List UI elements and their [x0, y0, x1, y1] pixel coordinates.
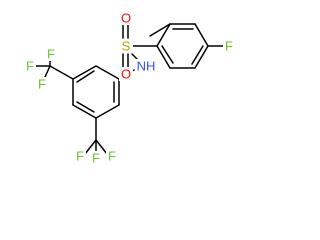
bond — [84, 139, 97, 155]
bond — [191, 45, 204, 65]
bond — [95, 65, 120, 80]
bond — [194, 23, 209, 47]
bond — [72, 104, 97, 119]
atom-labels: S O O NH F F F F F F F — [24, 11, 235, 166]
atom-f-left-3: F — [38, 77, 46, 92]
atom-f-bottom-2: F — [92, 151, 100, 166]
bond — [95, 104, 120, 119]
atom-s: S — [122, 39, 131, 54]
atom-f-left-2: F — [26, 59, 34, 74]
atom-o-top: O — [121, 11, 131, 26]
bond — [95, 139, 108, 155]
atom-nh: NH — [137, 59, 156, 74]
bond — [156, 45, 171, 69]
molecule-structure: S O O NH F F F F F F F — [24, 10, 235, 166]
bond — [76, 101, 95, 113]
atom-f-left-1: F — [47, 47, 55, 62]
bond — [156, 23, 171, 47]
bond — [72, 65, 97, 80]
bond — [194, 45, 209, 69]
bond — [44, 65, 51, 78]
bond — [76, 70, 95, 83]
bond — [149, 23, 171, 37]
atom-f-bottom-1: F — [76, 149, 84, 164]
atom-f-bottom-3: F — [108, 149, 116, 164]
atom-o-bottom: O — [121, 67, 131, 82]
bond — [161, 45, 174, 64]
atom-f-para: F — [225, 39, 233, 54]
bond — [49, 65, 74, 80]
